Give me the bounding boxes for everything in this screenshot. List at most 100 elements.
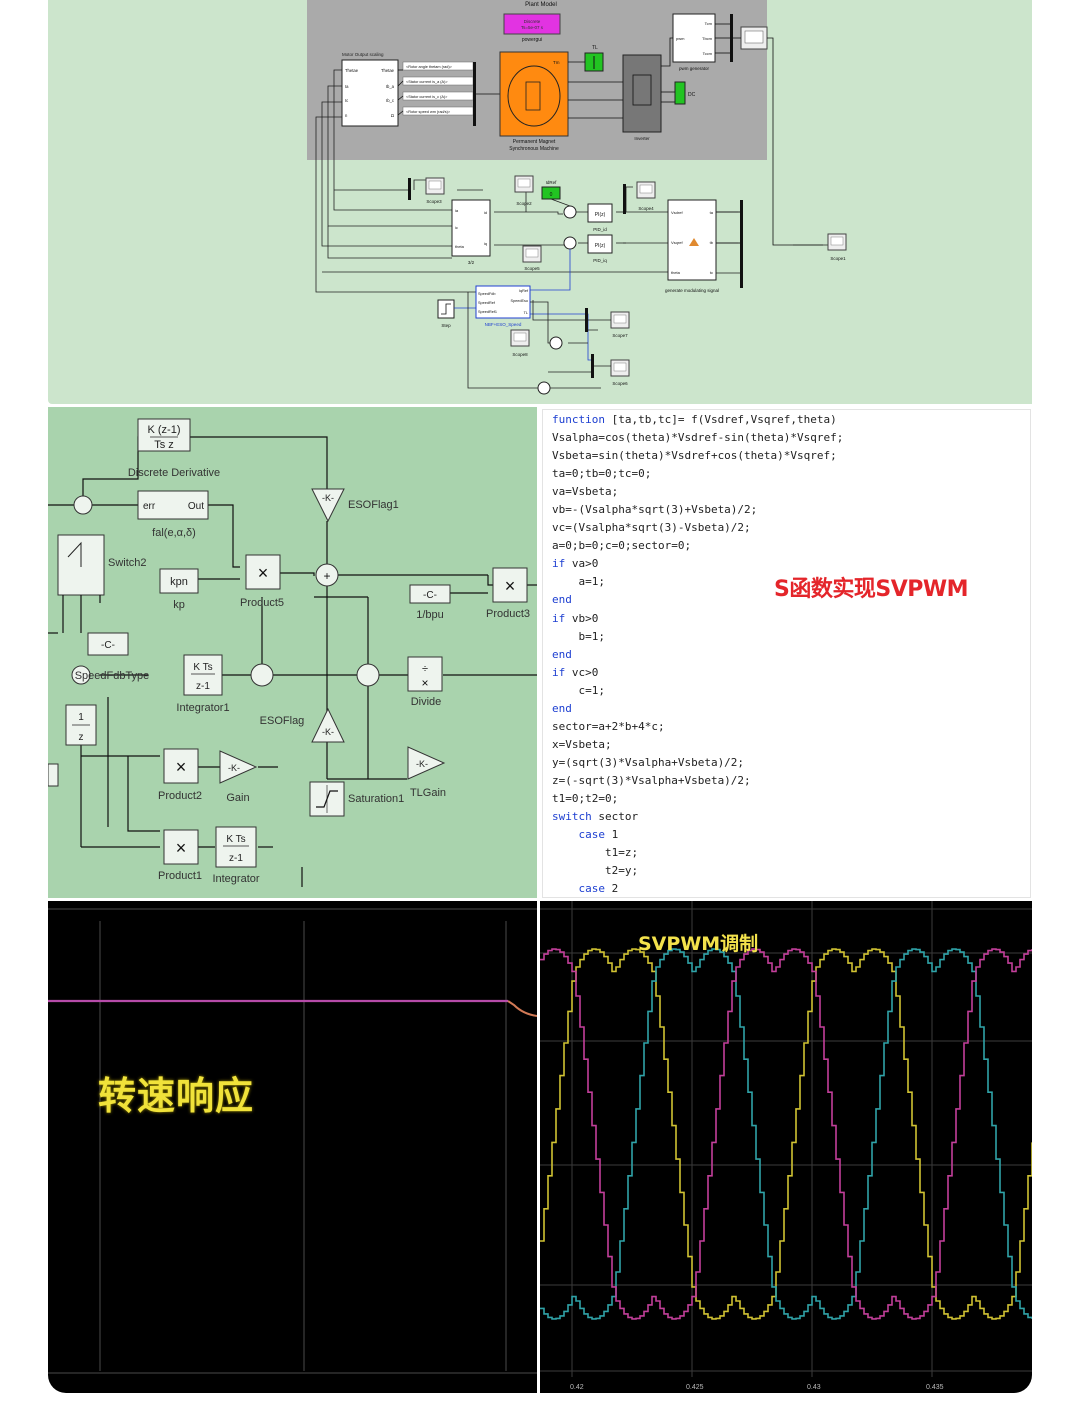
svg-text:-K-: -K-: [322, 727, 334, 737]
svg-text:Tbcm: Tbcm: [702, 36, 713, 41]
svg-text:IqRef: IqRef: [519, 289, 529, 293]
svg-text:PI(z): PI(z): [595, 243, 606, 249]
sum-iq-block[interactable]: [564, 237, 576, 249]
esoflag-label: ESOFlag: [260, 715, 305, 727]
code-line: Vsbeta=sin(theta)*Vsdref+cos(theta)*Vsqr…: [552, 447, 843, 465]
svg-text:Ic: Ic: [345, 98, 348, 103]
x-tick-2: 0.43: [807, 1384, 821, 1391]
eso-subsystem-diagram: K (z-1) Ts z Discrete Derivative err Out…: [48, 407, 537, 898]
tl-label: TL: [592, 45, 598, 51]
svg-text:Vsqref: Vsqref: [671, 240, 683, 245]
code-line: sector=a+2*b+4*c;: [552, 718, 843, 736]
code-line: t1=0;t2=0;: [552, 790, 843, 808]
svg-text:z-1: z-1: [196, 681, 210, 692]
svpwm-phase-a-trace: [540, 949, 1032, 1319]
svg-text:SpeedRef1: SpeedRef1: [478, 310, 497, 314]
pmsm-tm-port: Tm: [553, 60, 560, 65]
sum-tl-block[interactable]: [538, 382, 550, 394]
product2-label: Product2: [158, 790, 202, 802]
plant-model-title: Plant Model: [525, 2, 557, 8]
sum-divide-block[interactable]: [357, 664, 379, 686]
svg-text:Ω: Ω: [391, 113, 394, 118]
svg-text:Ib_a: Ib_a: [386, 84, 395, 89]
sum-error-block[interactable]: [74, 496, 92, 514]
input-port-block[interactable]: [48, 764, 58, 786]
svg-text:-C-: -C-: [423, 590, 437, 601]
plant-model-diagram: Plant Model Discrete Ts=5e-07 s powergui…: [48, 0, 1032, 404]
svg-text:-K-: -K-: [416, 759, 428, 769]
svg-text:+: +: [323, 569, 330, 583]
modulation-mux[interactable]: [740, 200, 743, 288]
scope4-label: Scope4: [638, 206, 654, 211]
x-tick-0: 0.42: [570, 1384, 584, 1391]
scope3-mux[interactable]: [408, 178, 411, 200]
pwm-input-port: pwm: [676, 36, 685, 41]
svg-text:TL: TL: [524, 311, 528, 315]
gain-label: Gain: [226, 792, 249, 804]
code-line: vc=(Vsalpha*sqrt(3)-Vsbeta)/2;: [552, 519, 843, 537]
inverter-block[interactable]: [623, 55, 661, 132]
svpwm-phase-c-trace: [540, 949, 1032, 1319]
code-line: vb=-(Vsalpha*sqrt(3)+Vsbeta)/2;: [552, 501, 843, 519]
code-area[interactable]: function [ta,tb,tc]= f(Vsdref,Vsqref,the…: [552, 411, 843, 898]
code-line: b=1;: [552, 628, 843, 646]
svg-text:z: z: [79, 732, 84, 743]
dc-source-block[interactable]: [675, 82, 685, 104]
svg-text:id: id: [484, 210, 487, 215]
svg-text:<Rotor angle thetam (rad)>: <Rotor angle thetam (rad)>: [406, 65, 453, 69]
idref-label: IdRef: [546, 180, 558, 185]
svg-text:K Ts: K Ts: [226, 834, 245, 845]
svg-text:Ib_c: Ib_c: [386, 98, 394, 103]
scope3-label: Scope3: [426, 199, 442, 204]
code-line: end: [552, 700, 843, 718]
scope6-mux[interactable]: [591, 354, 594, 378]
scope5-label: Scope5: [524, 266, 540, 271]
x-tick-3: 0.435: [926, 1384, 944, 1391]
speed-trace-transient: [508, 1001, 537, 1016]
svg-text:Ts=5e-07 s: Ts=5e-07 s: [521, 25, 544, 30]
product3-label: Product3: [486, 608, 530, 620]
code-line: c=1;: [552, 682, 843, 700]
scope2-label: Scope2: [516, 201, 532, 206]
step-label: Step: [441, 323, 451, 328]
svg-text:theta: theta: [455, 244, 465, 249]
kp-label: kp: [173, 599, 185, 611]
svpwm-phase-b-trace: [540, 949, 1032, 1319]
svg-text:SpeedEso: SpeedEso: [510, 299, 528, 303]
sum-id-block[interactable]: [564, 206, 576, 218]
scope7-label: Scope7: [612, 333, 628, 338]
code-line: t1=z;: [552, 844, 843, 862]
powergui-block[interactable]: [504, 14, 560, 34]
integrator1-label: Integrator1: [176, 702, 229, 714]
powergui-block-text: Discrete: [524, 19, 541, 24]
motor-output-scaling-label: Motor Output scaling: [342, 52, 384, 57]
speed-response-caption: 转速响应: [98, 1065, 254, 1120]
speed-response-scope-panel: 转速响应: [48, 901, 537, 1393]
speed-response-plot: [48, 901, 537, 1393]
code-line: switch sector: [552, 808, 843, 826]
sum-speed-block[interactable]: [550, 337, 562, 349]
product5-label: Product5: [240, 597, 284, 609]
svg-text:SpeedFdb: SpeedFdb: [478, 292, 496, 296]
code-editor-panel: function [ta,tb,tc]= f(Vsdref,Vsqref,the…: [540, 407, 1032, 898]
svpwm-caption: SVPWM调制: [638, 929, 758, 956]
esoflag-gain-block[interactable]: [312, 709, 344, 742]
sum-eso-block[interactable]: [251, 664, 273, 686]
code-line: z=(-sqrt(3)*Vsalpha+Vsbeta)/2;: [552, 772, 843, 790]
discrete-derivative-label: Discrete Derivative: [128, 467, 220, 479]
svpwm-annotation: S函数实现SVPWM: [774, 571, 968, 603]
inv-bpu-label: 1/bpu: [416, 609, 444, 621]
scope7-mux[interactable]: [585, 308, 588, 332]
scope4-mux[interactable]: [623, 184, 626, 214]
scope1-label: Scope1: [830, 256, 846, 261]
svpwm-scope-panel: SVPWM调制 0.42 0.425 0.43 0.435: [540, 901, 1032, 1393]
pwm-mux[interactable]: [730, 14, 733, 62]
bus-selector[interactable]: [473, 62, 476, 126]
code-line: case 1: [552, 826, 843, 844]
svg-text:PI(z): PI(z): [595, 212, 606, 218]
code-line: case 2: [552, 880, 843, 898]
switch2-label: Switch2: [108, 557, 147, 569]
esoflag1-label: ESOFlag1: [348, 499, 399, 511]
code-line: t2=y;: [552, 862, 843, 880]
scope8-label: Scope8: [512, 352, 528, 357]
